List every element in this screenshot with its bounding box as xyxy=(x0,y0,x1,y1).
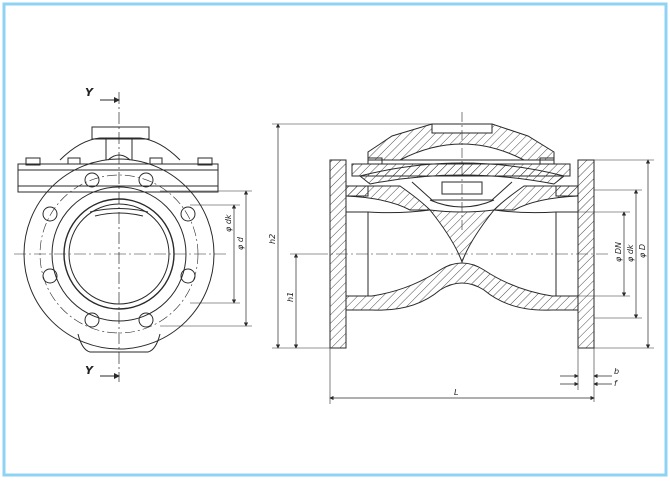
body-lower xyxy=(345,262,579,311)
dim-dk-label: φ dk xyxy=(224,214,233,232)
front-view xyxy=(14,92,252,382)
dim-h2-label: h2 xyxy=(268,234,277,244)
bonnet-cap xyxy=(91,126,150,140)
raised-face xyxy=(51,186,187,322)
section-view xyxy=(272,112,654,404)
body-upper-left xyxy=(345,185,432,211)
dim-dn-label: φ DN xyxy=(614,242,623,262)
section-label-bottom: Y xyxy=(85,364,94,377)
border-frame xyxy=(2,2,668,477)
dim-b-label: b xyxy=(614,367,619,376)
body-upper-right xyxy=(492,185,579,211)
dim-l-label: L xyxy=(454,388,458,397)
bonnet-flange xyxy=(17,163,219,193)
dim-d-right-label: φ D xyxy=(638,244,647,258)
dim-h1-label: h1 xyxy=(286,292,295,302)
dim-dk-right-label: φ dk xyxy=(626,244,635,262)
section-label-top: Y xyxy=(85,86,94,99)
diaphragm xyxy=(358,162,566,185)
dim-f-label: f xyxy=(614,379,618,388)
bolt-holes xyxy=(42,172,196,328)
dim-d-label: φ d xyxy=(236,236,245,250)
weir xyxy=(428,209,496,264)
